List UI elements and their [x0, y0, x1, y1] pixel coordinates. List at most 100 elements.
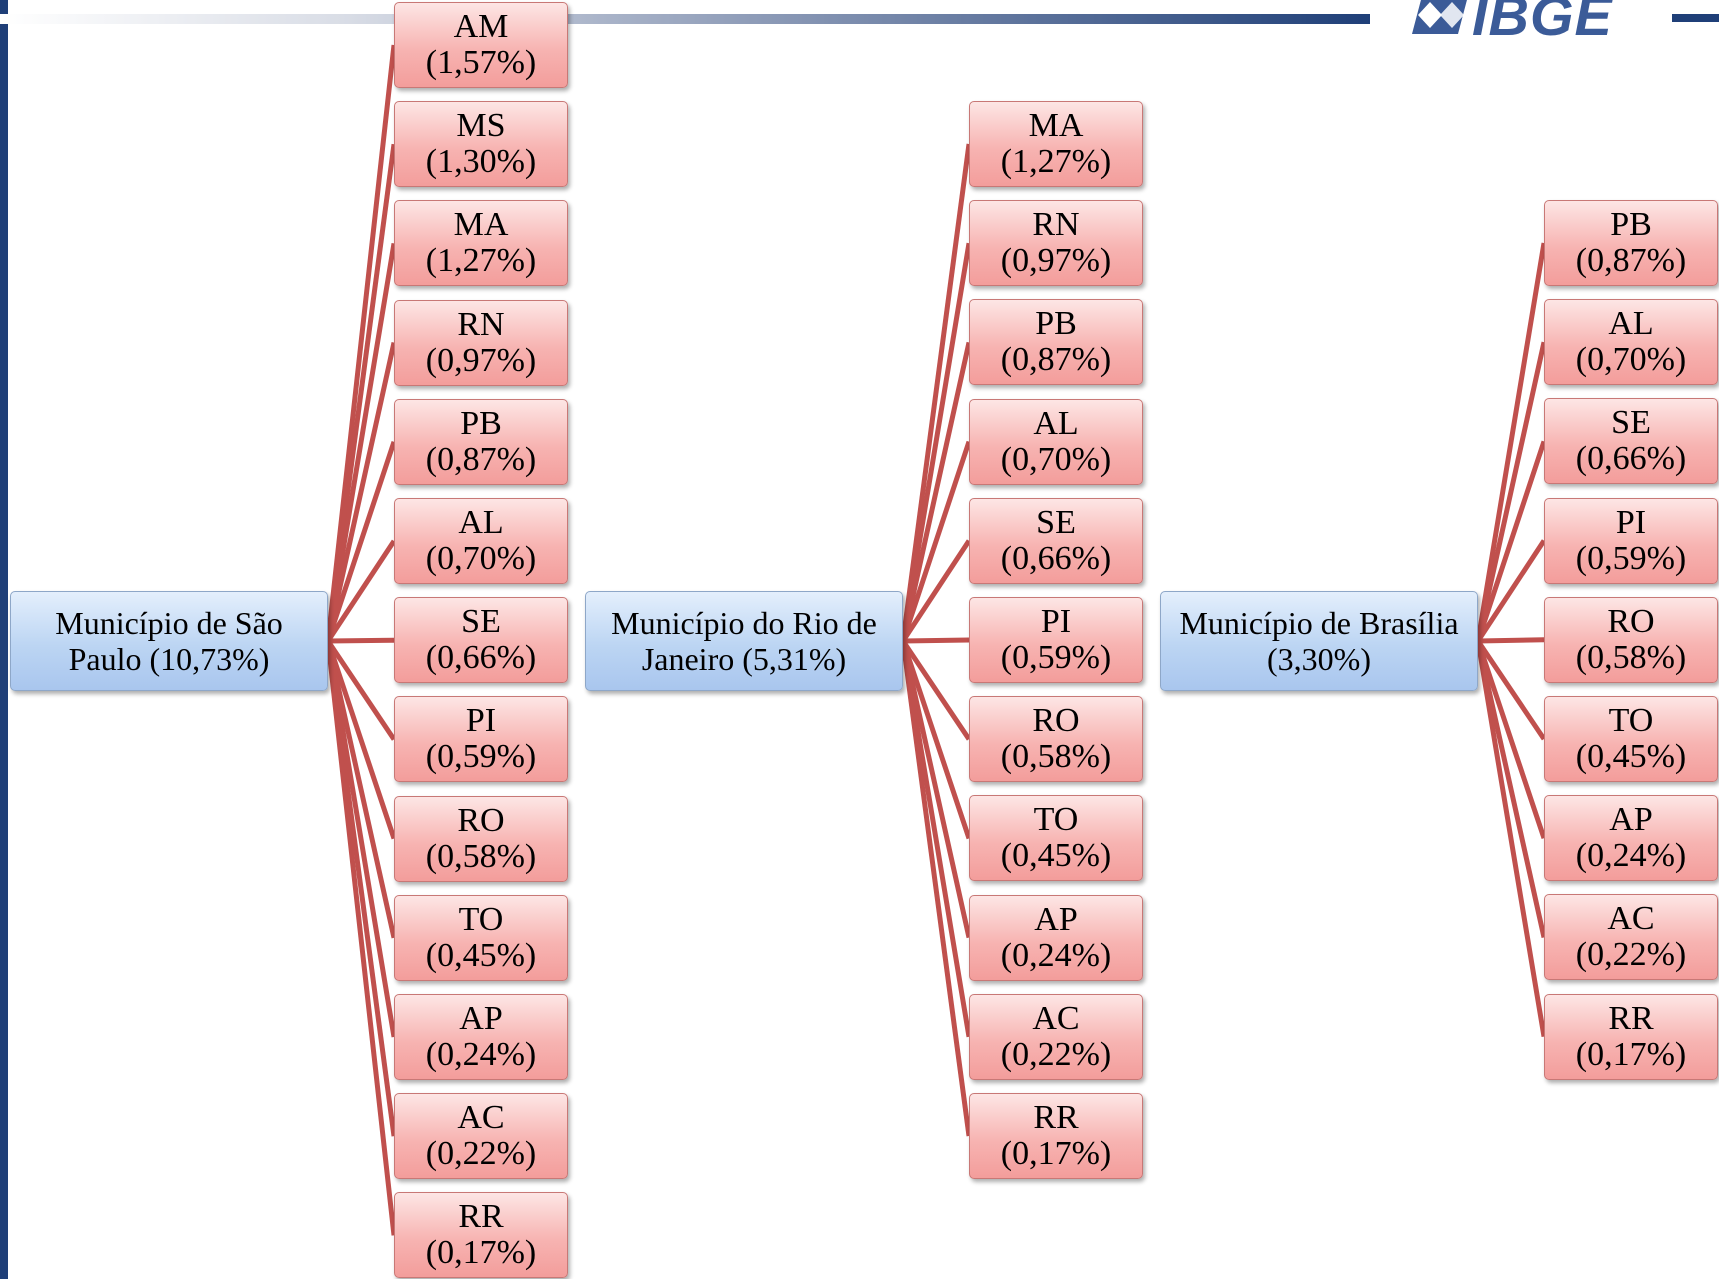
destination-node: AP(0,24%): [969, 894, 1143, 981]
destination-node: PI(0,59%): [1544, 497, 1718, 584]
destination-node: AM(1,57%): [394, 2, 568, 88]
state-code: AC: [457, 1099, 505, 1137]
state-code: AP: [459, 1000, 503, 1037]
state-code: RR: [1608, 999, 1654, 1037]
destination-node: MA(1,27%): [394, 200, 568, 287]
connector-line: [327, 637, 395, 644]
connector-line: [325, 640, 397, 939]
state-percentage: (0,17%): [1575, 1035, 1687, 1073]
destination-node: AL(0,70%): [394, 498, 568, 584]
connector-line: [325, 639, 397, 741]
destination-node: RO(0,58%): [969, 696, 1143, 783]
destination-node: AP(0,24%): [1544, 795, 1718, 882]
state-code: RN: [457, 305, 505, 343]
destination-node: RO(0,58%): [1544, 596, 1718, 683]
destination-node: AP(0,24%): [394, 994, 568, 1080]
state-percentage: (0,87%): [1000, 341, 1112, 379]
state-percentage: (0,66%): [1000, 539, 1112, 577]
state-percentage: (0,45%): [1000, 837, 1112, 875]
state-percentage: (0,17%): [1000, 1135, 1112, 1172]
state-percentage: (1,27%): [425, 242, 537, 280]
destination-node: RO(0,58%): [394, 795, 568, 882]
state-code: SE: [1036, 503, 1076, 541]
connector-line: [900, 242, 972, 642]
connector-line: [900, 640, 972, 1137]
state-code: PB: [460, 404, 502, 442]
left-accent-bar: [0, 0, 8, 1279]
connector-line: [1475, 341, 1547, 642]
origin-municipality-node: Município de Brasília(3,30%): [1160, 591, 1478, 691]
destination-node: RR(0,17%): [394, 1192, 568, 1279]
connector-line: [900, 143, 972, 642]
state-percentage: (0,24%): [1000, 936, 1112, 974]
destination-node: AC(0,22%): [1544, 894, 1718, 981]
state-code: MS: [456, 107, 506, 145]
state-code: AL: [1033, 404, 1079, 442]
state-percentage: (0,45%): [425, 936, 537, 974]
connector-line: [325, 539, 397, 643]
connector-line: [1475, 640, 1547, 938]
municipality-label-line1: Município de Brasília: [1179, 605, 1459, 641]
ibge-logo: IBGE: [1408, 0, 1668, 46]
destination-node: RN(0,97%): [394, 299, 568, 386]
connector-line: [900, 440, 972, 642]
state-percentage: (0,24%): [425, 1036, 537, 1073]
state-code: PI: [1615, 503, 1647, 541]
state-percentage: (0,59%): [425, 738, 537, 776]
state-percentage: (0,66%): [1575, 440, 1687, 478]
connector-line: [900, 341, 972, 642]
destination-node: TO(0,45%): [1544, 696, 1718, 782]
state-percentage: (0,58%): [1000, 738, 1112, 776]
state-code: RR: [1033, 1099, 1079, 1136]
destination-node: SE(0,66%): [394, 597, 568, 684]
state-code: TO: [1033, 801, 1079, 839]
connector-line: [900, 539, 972, 643]
state-percentage: (0,58%): [1575, 638, 1687, 676]
connector-line: [902, 637, 970, 644]
state-percentage: (0,70%): [1575, 341, 1687, 379]
connector-line: [1477, 637, 1545, 644]
connector-line: [1475, 640, 1547, 1038]
destination-node: TO(0,45%): [394, 894, 568, 981]
connector-line: [1475, 640, 1547, 839]
destination-node: AL(0,70%): [1544, 299, 1718, 386]
state-code: TO: [1608, 702, 1654, 739]
state-percentage: (1,27%): [1000, 143, 1112, 180]
destination-node: TO(0,45%): [969, 795, 1143, 882]
state-percentage: (0,24%): [1575, 837, 1687, 875]
ibge-logo-text: IBGE: [1472, 0, 1613, 47]
state-percentage: (0,70%): [425, 540, 537, 577]
destination-node: AC(0,22%): [969, 993, 1143, 1080]
connector-line: [325, 441, 397, 642]
connector-line: [1475, 639, 1547, 741]
destination-node: PI(0,59%): [394, 696, 568, 783]
state-code: AC: [1032, 999, 1080, 1037]
state-code: AL: [458, 504, 504, 541]
state-code: RN: [1032, 206, 1080, 244]
destination-node: MS(1,30%): [394, 101, 568, 188]
connector-line: [1475, 242, 1547, 642]
ibge-mark-icon: [1412, 0, 1467, 34]
state-code: SE: [1611, 404, 1651, 442]
municipality-label-line1: Município de São: [55, 605, 283, 641]
destination-node: PB(0,87%): [969, 299, 1143, 386]
municipality-label-line2: (3,30%): [1267, 641, 1371, 677]
state-code: RO: [1607, 602, 1655, 640]
state-code: RO: [1032, 702, 1080, 740]
state-code: MA: [453, 206, 509, 244]
destination-node: MA(1,27%): [969, 101, 1143, 187]
state-code: PB: [1610, 206, 1652, 243]
state-percentage: (1,30%): [425, 143, 537, 181]
connector-line: [325, 640, 397, 840]
header-gradient-line: [0, 14, 1370, 24]
state-code: AC: [1607, 900, 1655, 938]
destination-node: RN(0,97%): [969, 200, 1143, 287]
state-percentage: (0,87%): [1575, 242, 1687, 279]
connector-line: [900, 639, 972, 741]
state-percentage: (0,87%): [425, 440, 537, 478]
state-code: MA: [1028, 107, 1084, 144]
connector-line: [325, 143, 397, 642]
state-code: RO: [457, 801, 505, 839]
